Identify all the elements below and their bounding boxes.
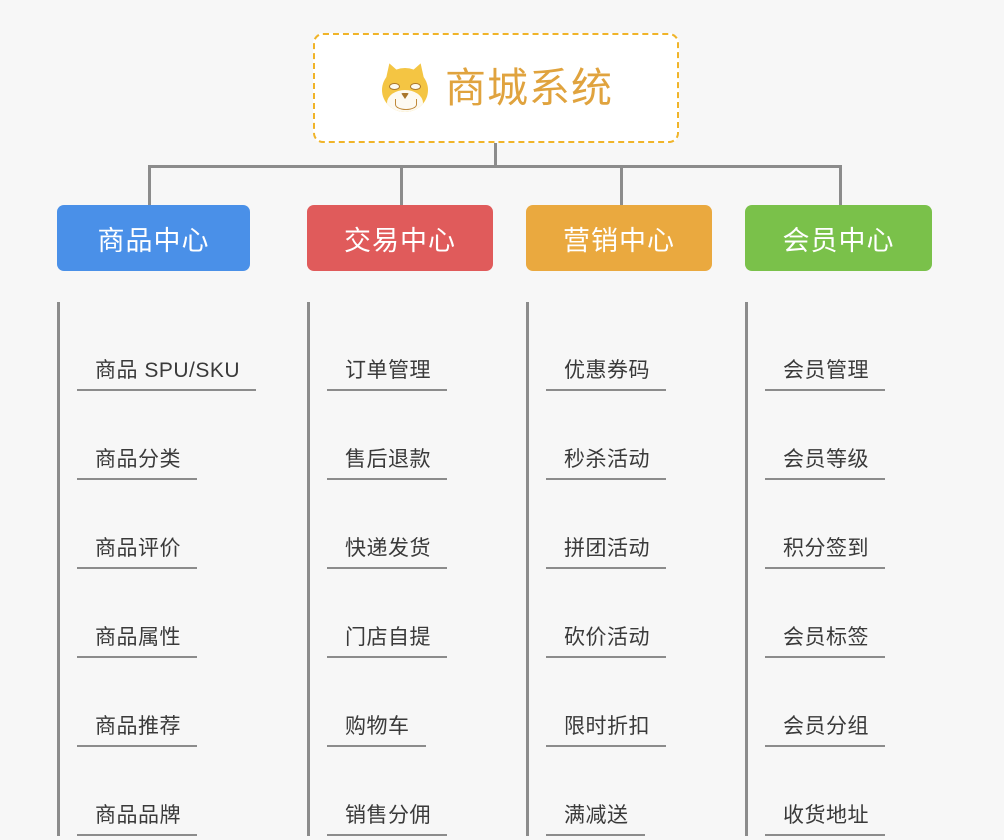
list-item[interactable]: 快递发货 [327,480,493,569]
root-title: 商城系统 [445,64,613,111]
dog-eye-left-icon [389,83,400,90]
root-stem-connector [494,143,497,167]
leaf-label: 商品品牌 [95,804,181,827]
leaf-label: 会员管理 [783,359,869,382]
leaf-list-4: 会员管理 会员等级 积分签到 会员标签 会员分组 收货地址 [745,302,932,836]
leaf-label: 拼团活动 [564,537,650,560]
leaf-label: 商品属性 [95,626,181,649]
list-item[interactable]: 会员分组 [765,658,932,747]
list-item[interactable]: 优惠券码 [546,302,712,391]
leaf-label: 快递发货 [345,537,431,560]
list-item[interactable]: 购物车 [327,658,493,747]
drop-connector-4 [839,165,842,205]
list-item[interactable]: 订单管理 [327,302,493,391]
list-item[interactable]: 限时折扣 [546,658,712,747]
list-item[interactable]: 商品评价 [77,480,250,569]
list-item[interactable]: 售后退款 [327,391,493,480]
list-item[interactable]: 拼团活动 [546,480,712,569]
leaf-label: 会员标签 [783,626,869,649]
list-item[interactable]: 门店自提 [327,569,493,658]
category-header-4[interactable]: 会员中心 [745,205,932,271]
list-item[interactable]: 商品属性 [77,569,250,658]
leaf-label: 订单管理 [345,359,431,382]
leaf-label: 优惠券码 [564,359,650,382]
list-item[interactable]: 会员等级 [765,391,932,480]
horizontal-bus-connector [148,165,842,168]
leaf-label: 收货地址 [783,804,869,827]
category-header-2[interactable]: 交易中心 [307,205,493,271]
list-item[interactable]: 砍价活动 [546,569,712,658]
leaf-label: 售后退款 [345,448,431,471]
drop-connector-1 [148,165,151,205]
root-node[interactable]: 商城系统 [313,33,679,143]
leaf-list-1: 商品 SPU/SKU 商品分类 商品评价 商品属性 商品推荐 商品品牌 [57,302,257,836]
dog-eye-right-icon [410,83,421,90]
list-item[interactable]: 会员管理 [765,302,932,391]
branch-column-3: 营销中心 优惠券码 秒杀活动 拼团活动 砍价活动 限时折扣 满减送 [526,205,712,836]
list-item[interactable]: 满减送 [546,747,712,836]
leaf-label: 门店自提 [345,626,431,649]
leaf-label: 会员分组 [783,715,869,738]
branch-column-1: 商品中心 商品 SPU/SKU 商品分类 商品评价 商品属性 商品推荐 商品品牌 [57,205,257,836]
leaf-label: 满减送 [564,804,629,827]
category-title-4: 会员中心 [782,225,895,256]
leaf-label: 商品评价 [95,537,181,560]
category-title-3: 营销中心 [563,225,675,256]
list-item[interactable]: 秒杀活动 [546,391,712,480]
leaf-label: 限时折扣 [564,715,650,738]
list-item[interactable]: 会员标签 [765,569,932,658]
leaf-label: 秒杀活动 [564,448,650,471]
list-item[interactable]: 商品分类 [77,391,250,480]
dog-mouth-icon [395,99,417,110]
leaf-label: 会员等级 [783,448,869,471]
list-item[interactable]: 销售分佣 [327,747,493,836]
leaf-list-3: 优惠券码 秒杀活动 拼团活动 砍价活动 限时折扣 满减送 [526,302,712,836]
leaf-list-2: 订单管理 售后退款 快递发货 门店自提 购物车 销售分佣 [307,302,493,836]
leaf-label: 商品分类 [95,448,181,471]
category-header-3[interactable]: 营销中心 [526,205,712,271]
branch-column-2: 交易中心 订单管理 售后退款 快递发货 门店自提 购物车 销售分佣 [307,205,493,836]
category-title-2: 交易中心 [344,225,456,256]
leaf-label: 销售分佣 [345,804,431,827]
branch-column-4: 会员中心 会员管理 会员等级 积分签到 会员标签 会员分组 收货地址 [745,205,932,836]
category-header-1[interactable]: 商品中心 [57,205,250,271]
drop-connector-3 [620,165,623,205]
leaf-label: 购物车 [345,715,410,738]
list-item[interactable]: 积分签到 [765,480,932,569]
list-item[interactable]: 收货地址 [765,747,932,836]
shiba-dog-face-icon [379,60,431,114]
leaf-label: 积分签到 [783,537,869,560]
dog-head-icon [382,68,428,112]
leaf-label: 商品推荐 [95,715,181,738]
dog-nose-icon [401,93,409,99]
drop-connector-2 [400,165,403,205]
list-item[interactable]: 商品 SPU/SKU [77,302,257,391]
leaf-label: 砍价活动 [564,626,650,649]
leaf-label: 商品 SPU/SKU [95,359,241,382]
category-title-1: 商品中心 [97,225,210,256]
list-item[interactable]: 商品推荐 [77,658,250,747]
list-item[interactable]: 商品品牌 [77,747,250,836]
